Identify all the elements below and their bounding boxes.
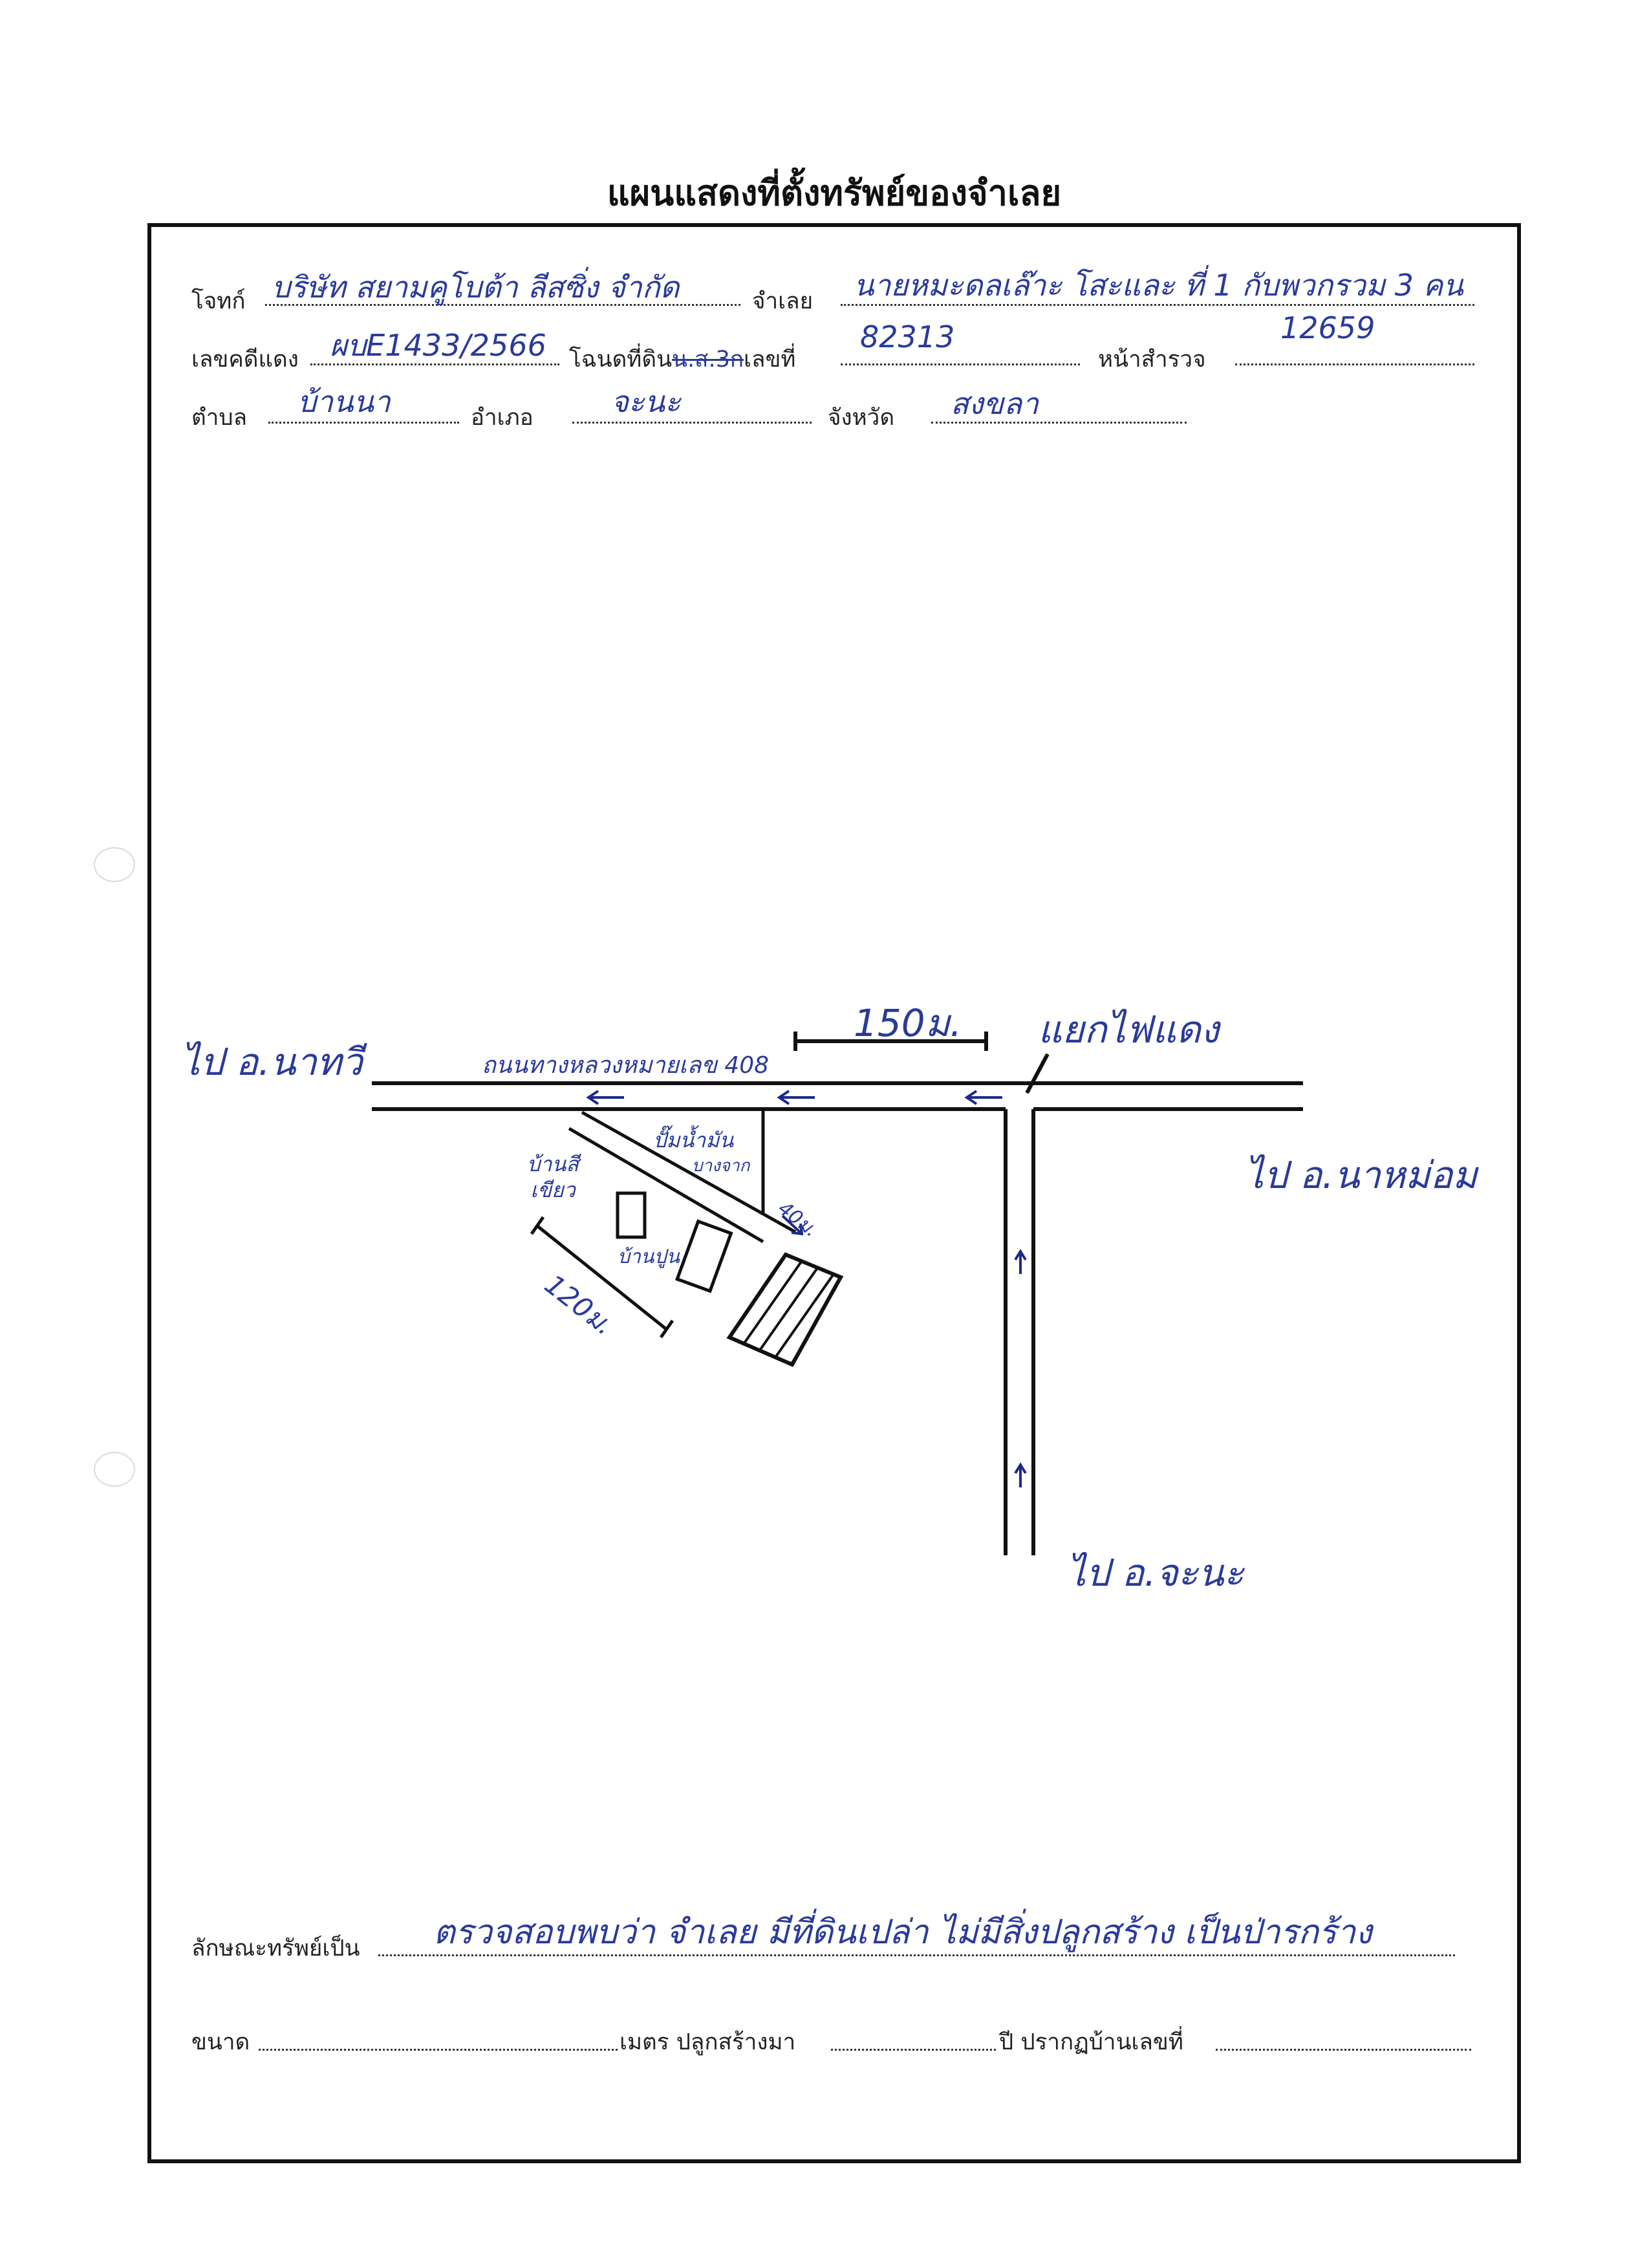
dim-120-tick-2: [659, 1319, 674, 1339]
deed-label-prefix: โฉนดที่ดิน: [569, 347, 673, 373]
road-arrow-2-head: [777, 1090, 790, 1105]
survey-page-label: หน้าสำรวจ: [1098, 347, 1206, 373]
green-house: [616, 1191, 647, 1239]
year-house-label: ปี ปรากฏบ้านเลขที่: [999, 2029, 1183, 2055]
label-gas-station-sub: บางจาก: [692, 1156, 750, 1176]
defendant-value: นายหมะดลเล๊าะ โสะและ ที่ 1 กับพวกรวม 3 ค…: [854, 268, 1463, 303]
dim-120-tick-1: [530, 1216, 545, 1235]
deed-number-line: [841, 363, 1080, 365]
size-label: ขนาด: [191, 2029, 250, 2055]
label-green-house: บ้านสีเขียว: [527, 1152, 579, 1202]
deed-number-value: 82313: [860, 319, 955, 354]
access-lane-2: [568, 1127, 764, 1244]
defendant-land-plot: [726, 1252, 844, 1367]
deed-label-suffix: เลขที่: [744, 347, 796, 373]
defendant-label: จำเลย: [752, 288, 814, 314]
survey-page-line: [1235, 363, 1474, 365]
property-type-label: ลักษณะทรัพย์เป็น: [191, 1936, 360, 1961]
form-frame: [147, 223, 1521, 2163]
deed-struck-text: น.ส.3ก: [672, 347, 744, 373]
access-lane-1: [581, 1110, 797, 1234]
plaintiff-line: [265, 304, 740, 306]
punch-hole-bottom: [94, 1452, 135, 1487]
dim-40-head: [791, 1223, 804, 1236]
dim-40-line: [781, 1215, 803, 1235]
case-number-line: [310, 363, 559, 365]
road-arrow-1-head: [586, 1090, 599, 1105]
size-line: [259, 2049, 618, 2051]
label-traffic-light: แยกไฟแดง: [1038, 1008, 1220, 1052]
province-value: สงขลา: [951, 386, 1039, 421]
case-number-value: ผบE1433/2566: [330, 328, 546, 363]
province-label: จังหวัด: [828, 405, 895, 431]
property-type-line: [378, 1954, 1455, 1956]
district-value: จะนะ: [611, 384, 681, 419]
case-number-label: เลขคดีแดง: [191, 347, 299, 373]
plaintiff-value: บริษัท สยามคูโบต้า ลีสซิ่ง จำกัด: [272, 270, 680, 305]
survey-page-value: 12659: [1280, 310, 1375, 345]
plaintiff-label: โจทก์: [191, 288, 246, 314]
label-to-chana: ไป อ.จะนะ: [1067, 1551, 1244, 1595]
district-line: [572, 422, 812, 424]
side-arrow-1-head: [1014, 1249, 1027, 1261]
subdistrict-label: ตำบล: [191, 405, 248, 431]
subdistrict-value: บ้านนา: [297, 384, 391, 419]
label-gas-station: ปั๊มน้ำมัน: [653, 1128, 734, 1152]
property-type-value: ตรวจสอบพบว่า จำเลย มีที่ดินเปล่า ไม่มีสิ…: [433, 1913, 1372, 1952]
cement-house: [675, 1219, 733, 1293]
side-arrow-2-head: [1014, 1462, 1027, 1474]
meter-built-label: เมตร ปลูกสร้างมา: [620, 2029, 796, 2055]
punch-hole-top: [94, 847, 135, 882]
defendant-line: [841, 304, 1474, 306]
label-to-nathawi: ไป อ.นาทวี: [181, 1040, 363, 1084]
traffic-light-pointer: [1025, 1053, 1050, 1094]
district-label: อำเภอ: [471, 405, 534, 431]
built-years-line: [831, 2049, 996, 2051]
label-to-namom: ไป อ.นาหม่อม: [1245, 1153, 1478, 1197]
deed-label: โฉนดที่ดินน.ส.3กเลขที่: [569, 341, 795, 377]
label-distance-150: 150ม.: [854, 1001, 962, 1045]
house-number-line: [1216, 2049, 1471, 2051]
subdistrict-line: [268, 422, 459, 424]
road-arrow-3-head: [964, 1090, 978, 1105]
page-title: แผนแสดงที่ตั้งทรัพย์ของจำเลย: [607, 172, 1062, 213]
label-highway: ถนนทางหลวงหมายเลข 408: [482, 1052, 770, 1079]
province-line: [931, 422, 1187, 424]
label-cement-house: บ้านปูน: [618, 1246, 680, 1268]
dim-120-line: [535, 1224, 667, 1330]
